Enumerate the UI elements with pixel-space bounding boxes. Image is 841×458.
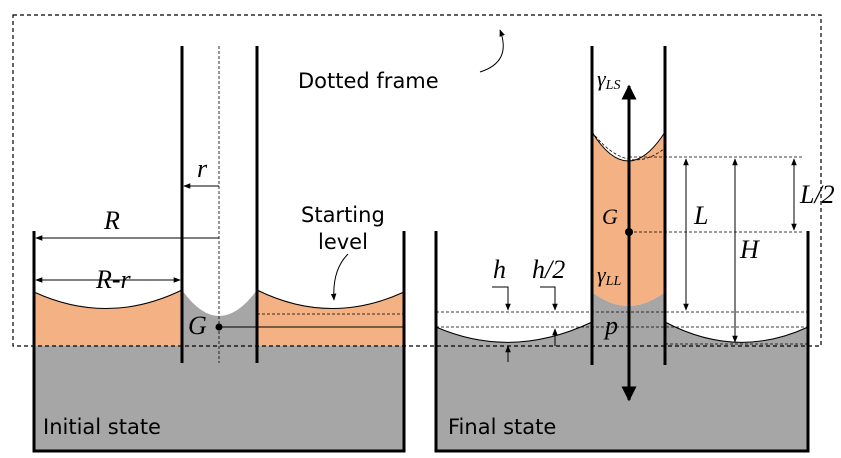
final-gray-liquid <box>436 322 592 451</box>
R-label: R <box>103 206 120 235</box>
final-g-point <box>625 228 633 236</box>
initial-g-point <box>215 323 223 331</box>
starting-level-pointer <box>330 253 349 301</box>
initial-meniscus-left <box>33 289 183 309</box>
initial-gray-in-tube <box>182 290 257 346</box>
initial-container-wall <box>32 231 406 453</box>
h-half-label: h/2 <box>532 255 565 284</box>
L-label: L <box>693 201 708 230</box>
h-label: h <box>493 255 506 284</box>
initial-orange-right <box>257 290 404 346</box>
final-meniscus-left <box>435 321 593 343</box>
gamma-LS-subscript: LS <box>605 78 621 93</box>
dotted-frame-pointer <box>479 29 505 73</box>
gamma-LL-subscript: LL <box>605 274 622 289</box>
L-half-label: L/2 <box>799 180 835 209</box>
gamma-LL-symbol: γ <box>597 262 607 287</box>
initial-gray-liquid <box>34 346 404 451</box>
initial-G-label: G <box>188 311 207 340</box>
gamma-LL-label: γLL <box>597 262 621 289</box>
dotted-frame-label: Dotted frame <box>298 69 439 93</box>
final-state-container <box>434 46 810 453</box>
starting-level-label-line1: Starting <box>301 203 385 227</box>
dotted-frame <box>12 14 822 347</box>
h-top-marker <box>492 286 511 311</box>
final-gray-liquid-right <box>665 322 808 451</box>
final-G-label: G <box>602 204 618 229</box>
initial-state-label: Initial state <box>43 415 161 439</box>
p-label: p <box>603 311 618 340</box>
gamma-LS-symbol: γ <box>597 66 607 91</box>
initial-state-container <box>32 46 406 453</box>
gamma-LS-label: γLS <box>597 66 620 93</box>
final-state-label: Final state <box>448 415 556 439</box>
H-label: H <box>739 235 760 264</box>
r-label: r <box>197 154 208 183</box>
starting-level-label-line2: level <box>318 230 368 254</box>
R-minus-r-label: R-r <box>95 265 132 294</box>
initial-orange-left <box>34 290 182 346</box>
h-half-top-marker <box>540 286 558 311</box>
final-container-wall <box>434 231 810 453</box>
initial-meniscus-right <box>256 289 405 309</box>
